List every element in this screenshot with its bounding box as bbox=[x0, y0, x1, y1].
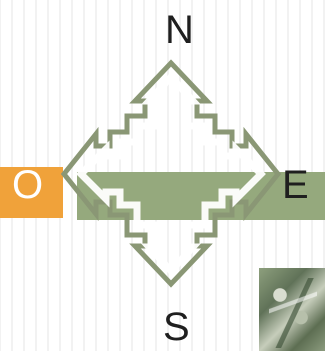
north-label: N bbox=[165, 10, 194, 50]
west-label: O bbox=[12, 165, 43, 205]
east-label: E bbox=[282, 165, 309, 205]
south-label: S bbox=[163, 307, 190, 347]
